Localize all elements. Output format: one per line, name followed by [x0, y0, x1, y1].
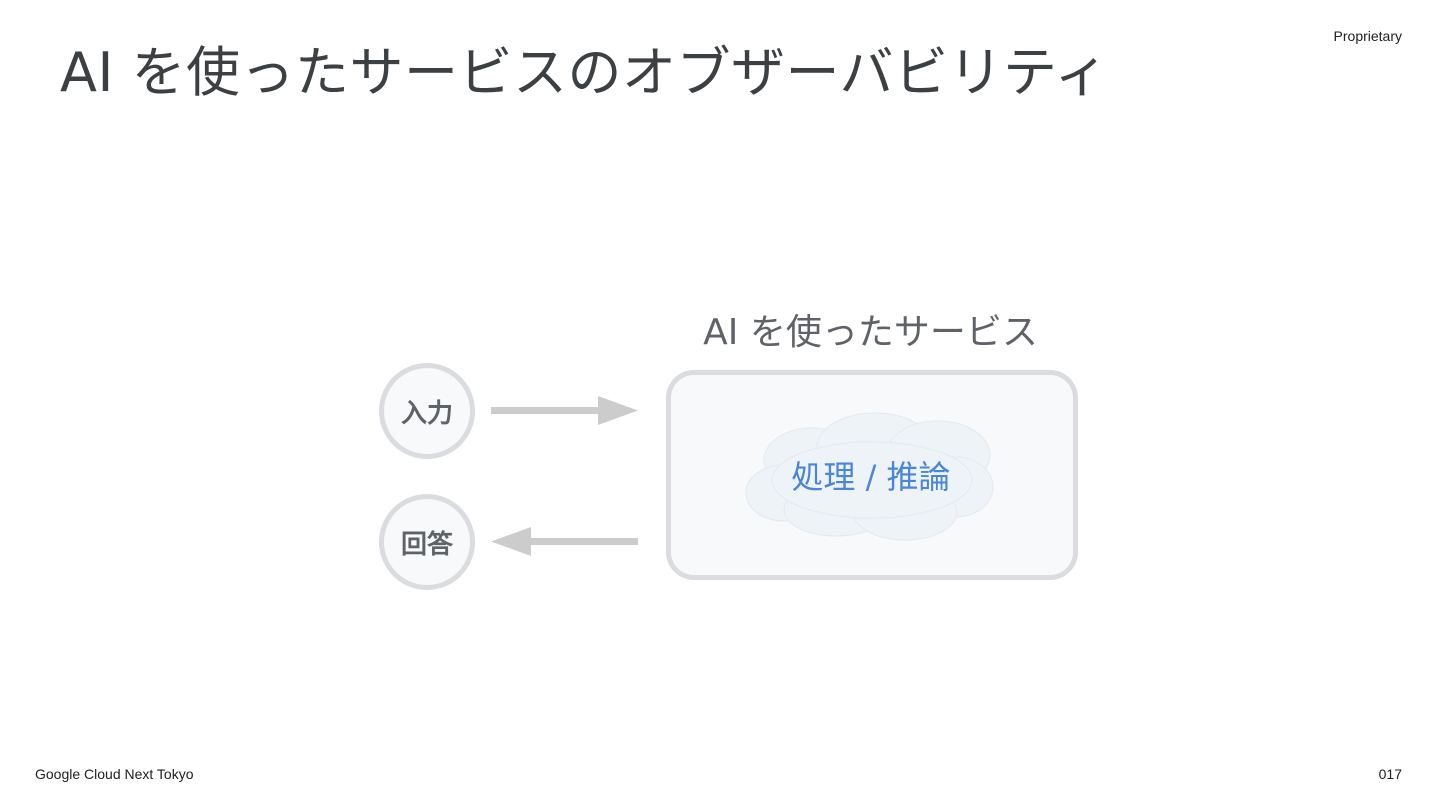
slide-title: AI を使ったサービスのオブザーバビリティ: [60, 41, 1109, 104]
input-node: 入力: [379, 363, 475, 459]
classification-label: Proprietary: [1333, 28, 1402, 44]
page-number: 017: [1378, 766, 1402, 782]
cloud-shape: [745, 412, 994, 541]
output-label: 回答: [400, 529, 453, 560]
process-label: 処理 / 推論: [791, 458, 951, 496]
output-arrow: [491, 527, 638, 556]
input-arrow: [491, 396, 638, 425]
service-label: AI を使ったサービス: [703, 312, 1038, 353]
input-label: 入力: [400, 398, 453, 429]
output-node: 回答: [379, 494, 475, 590]
footer-event: Google Cloud Next Tokyo: [35, 766, 194, 782]
